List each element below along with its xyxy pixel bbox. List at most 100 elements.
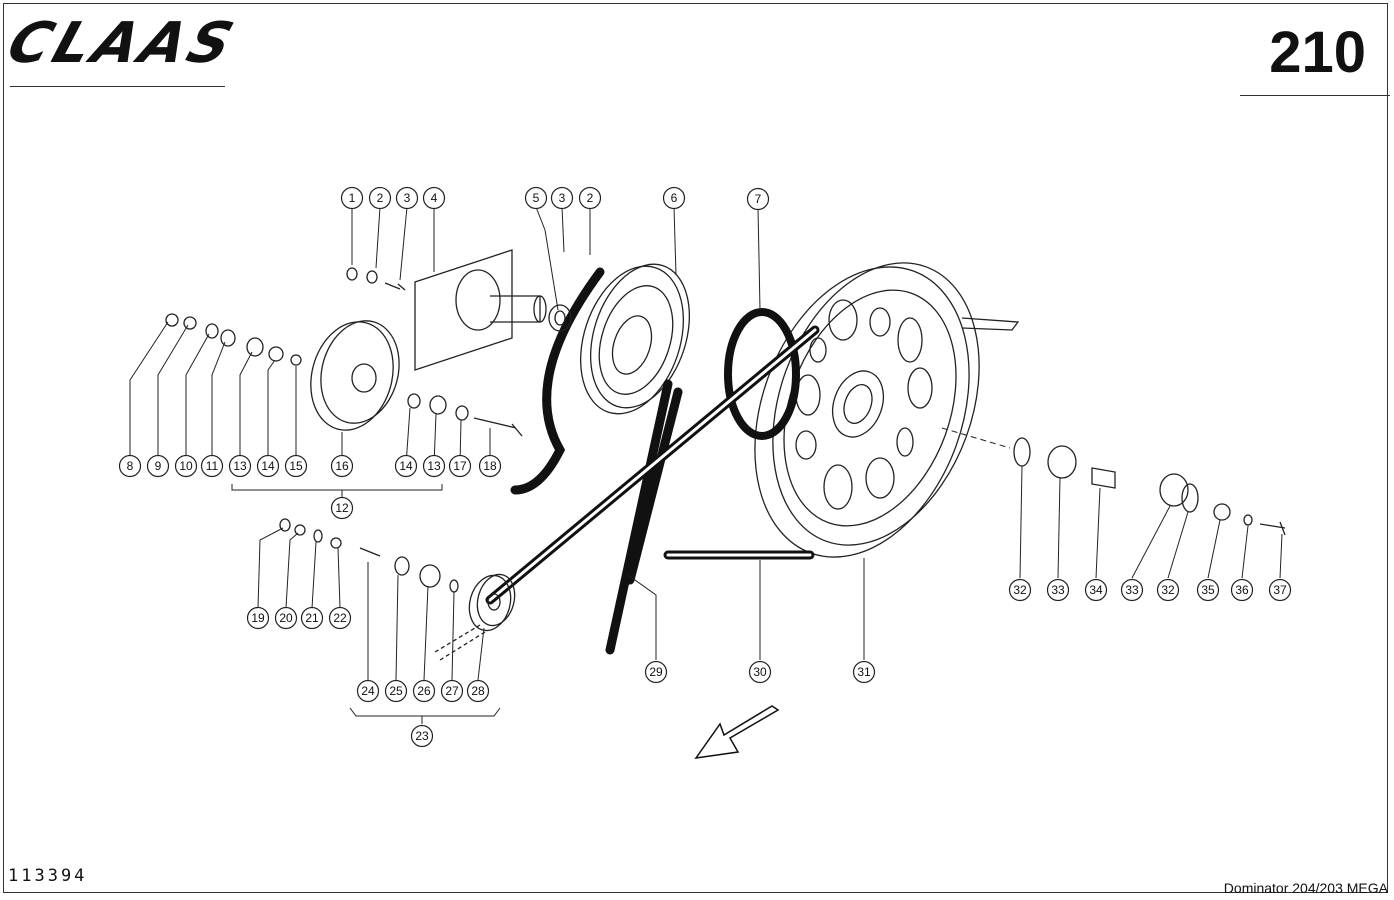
svg-text:19: 19	[251, 611, 265, 625]
travel-direction-arrow	[694, 705, 780, 759]
callout-14b: 14	[394, 454, 418, 478]
svg-text:26: 26	[417, 684, 431, 698]
callout-31: 31	[852, 660, 876, 684]
callout-25: 25	[384, 679, 408, 703]
callout-19: 19	[246, 606, 270, 630]
callout-36: 36	[1230, 578, 1254, 602]
callout-23: 23	[410, 724, 434, 748]
long-belt	[485, 325, 820, 605]
drawing-frame	[3, 3, 1388, 893]
callout-24: 24	[356, 679, 380, 703]
svg-text:3: 3	[404, 191, 411, 205]
page-number-underline	[1240, 95, 1390, 96]
callout-9: 9	[146, 454, 170, 478]
svg-text:7: 7	[755, 192, 762, 206]
model-name: Dominator 204/203 MEGA	[1223, 880, 1388, 896]
callout-4: 4	[422, 186, 446, 210]
svg-text:23: 23	[415, 729, 429, 743]
callout-28: 28	[466, 679, 490, 703]
svg-text:13: 13	[233, 459, 247, 473]
callout-13: 13	[228, 454, 252, 478]
svg-text:2: 2	[377, 191, 384, 205]
svg-text:31: 31	[857, 665, 871, 679]
svg-text:30: 30	[753, 665, 767, 679]
callout-11: 11	[200, 454, 224, 478]
svg-text:14: 14	[261, 459, 275, 473]
callout-21: 21	[300, 606, 324, 630]
callout-17: 17	[448, 454, 472, 478]
callout-33: 33	[1046, 578, 1070, 602]
callout-3b: 3	[550, 186, 574, 210]
callout-15: 15	[284, 454, 308, 478]
callout-26: 26	[412, 679, 436, 703]
svg-text:29: 29	[649, 665, 663, 679]
callout-33b: 33	[1120, 578, 1144, 602]
callout-3: 3	[395, 186, 419, 210]
page-number: 210	[1269, 20, 1366, 85]
svg-text:20: 20	[279, 611, 293, 625]
svg-text:22: 22	[333, 611, 347, 625]
svg-text:3: 3	[559, 191, 566, 205]
callout-34: 34	[1084, 578, 1108, 602]
svg-text:2: 2	[587, 191, 594, 205]
leader-lines	[129, 206, 1283, 724]
svg-text:6: 6	[671, 191, 678, 205]
svg-text:33: 33	[1125, 583, 1139, 597]
belt-29	[510, 267, 683, 655]
svg-text:4: 4	[431, 191, 438, 205]
small-hardware	[165, 267, 1286, 593]
main-pulley	[754, 262, 1020, 558]
svg-text:25: 25	[389, 684, 403, 698]
svg-text:32: 32	[1161, 583, 1175, 597]
callout-10: 10	[174, 454, 198, 478]
callouts: 1 2 3 4 5 3 2 6 7 8 9 10 11 13 14 15 16 …	[118, 186, 1292, 748]
callout-5: 5	[524, 186, 548, 210]
svg-text:17: 17	[453, 459, 467, 473]
callout-22: 22	[328, 606, 352, 630]
callout-35: 35	[1196, 578, 1220, 602]
svg-text:14: 14	[399, 459, 413, 473]
pulley-6	[580, 263, 691, 415]
callout-6: 6	[662, 186, 686, 210]
callout-7: 7	[746, 187, 770, 211]
drawing-number: 113394	[8, 866, 88, 886]
mounting-plate	[414, 249, 572, 371]
belt-30	[663, 308, 815, 560]
svg-text:27: 27	[445, 684, 459, 698]
callout-20: 20	[274, 606, 298, 630]
callout-13b: 13	[422, 454, 446, 478]
callout-12: 12	[330, 496, 354, 520]
svg-text:8: 8	[127, 459, 134, 473]
callout-2b: 2	[578, 186, 602, 210]
svg-text:5: 5	[533, 191, 540, 205]
pulley-28	[434, 573, 516, 661]
svg-text:36: 36	[1235, 583, 1249, 597]
svg-text:12: 12	[335, 501, 349, 515]
svg-text:18: 18	[483, 459, 497, 473]
callout-8: 8	[118, 454, 142, 478]
callout-16: 16	[330, 454, 354, 478]
svg-text:37: 37	[1273, 583, 1287, 597]
svg-text:16: 16	[335, 459, 349, 473]
callout-18: 18	[478, 454, 502, 478]
callout-2: 2	[368, 186, 392, 210]
callout-27: 27	[440, 679, 464, 703]
callout-29: 29	[644, 660, 668, 684]
svg-text:10: 10	[179, 459, 193, 473]
svg-text:35: 35	[1201, 583, 1215, 597]
callout-32: 32	[1008, 578, 1032, 602]
svg-text:15: 15	[289, 459, 303, 473]
callout-37: 37	[1268, 578, 1292, 602]
svg-text:24: 24	[361, 684, 375, 698]
svg-text:21: 21	[305, 611, 319, 625]
svg-text:33: 33	[1051, 583, 1065, 597]
svg-text:11: 11	[206, 459, 219, 473]
callout-1: 1	[340, 186, 364, 210]
callout-30: 30	[748, 660, 772, 684]
svg-text:1: 1	[349, 191, 356, 205]
svg-text:28: 28	[471, 684, 485, 698]
svg-text:32: 32	[1013, 583, 1027, 597]
svg-text:34: 34	[1089, 583, 1103, 597]
svg-text:13: 13	[427, 459, 441, 473]
